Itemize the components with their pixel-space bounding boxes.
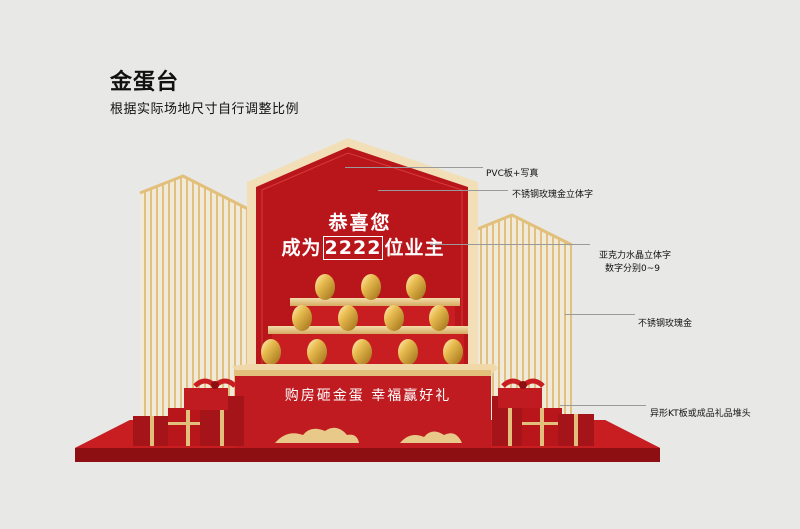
leader-line	[565, 314, 635, 315]
annotation-pvc: PVC板+写真	[486, 169, 539, 179]
leader-line	[378, 190, 508, 191]
leader-line	[560, 405, 646, 406]
golden-egg	[261, 339, 281, 365]
golden-egg	[406, 274, 426, 300]
annotation-acrylic-line2: 数字分别0~9	[605, 264, 660, 274]
annotation-stainless-text: 不锈钢玫瑰金立体字	[512, 190, 594, 200]
golden-egg	[292, 305, 312, 331]
golden-egg	[398, 339, 418, 365]
golden-egg	[307, 339, 327, 365]
stage-slogan: 购房砸金蛋 幸福赢好礼	[284, 388, 452, 404]
golden-egg	[429, 305, 449, 331]
golden-egg	[384, 305, 404, 331]
annotation-acrylic-line1: 亚克力水晶立体字	[599, 251, 672, 261]
page-title: 金蛋台	[110, 70, 180, 95]
banner-congrats: 恭喜您	[328, 212, 392, 234]
golden-egg	[338, 305, 358, 331]
egg-tier-top	[290, 298, 460, 328]
leader-line	[430, 244, 590, 245]
golden-eggs	[261, 274, 463, 365]
golden-egg	[443, 339, 463, 365]
left-stainless-frame	[139, 174, 251, 425]
golden-egg	[352, 339, 372, 365]
leader-line	[345, 167, 483, 168]
stage-counter	[232, 364, 498, 448]
golden-egg	[315, 274, 335, 300]
page-subtitle: 根据实际场地尺寸自行调整比例	[110, 102, 300, 117]
annotation-stainless: 不锈钢玫瑰金	[638, 319, 693, 329]
banner-prefix: 成为	[281, 237, 322, 259]
golden-egg	[361, 274, 381, 300]
banner-number: 2222	[322, 236, 384, 260]
gift-stack-left	[133, 378, 244, 446]
right-stainless-frame	[469, 213, 573, 425]
annotation-kt-board: 异形KT板或成品礼品堆头	[650, 409, 751, 419]
gift-stack-right	[492, 378, 594, 446]
banner-suffix: 位业主	[384, 237, 445, 259]
